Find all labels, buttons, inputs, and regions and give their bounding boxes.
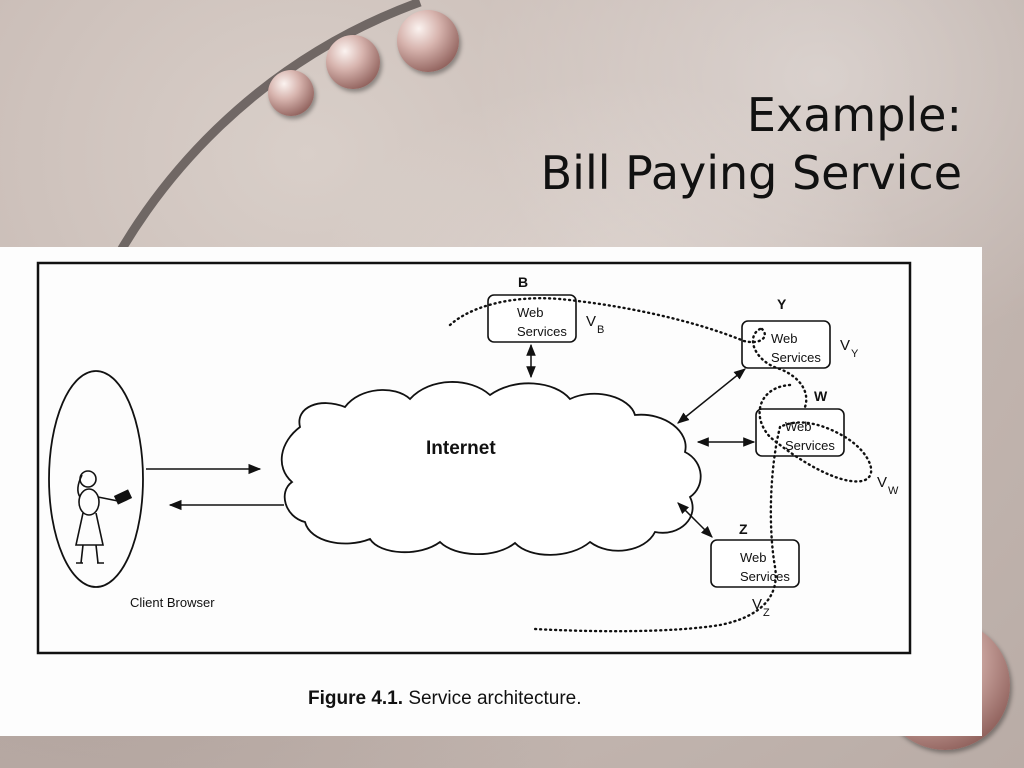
node-z-vo-main: V (752, 596, 762, 613)
title-line-1: Example: (746, 88, 962, 142)
client-browser: Client Browser (48, 370, 215, 610)
node-y-vo-sub: Y (851, 348, 859, 360)
slide-title: Example: Bill Paying Service (541, 86, 962, 202)
node-y-vo-main: V (840, 337, 850, 354)
node-y: Y Web Services V Y (741, 296, 859, 369)
node-b-vo-main: V (586, 313, 596, 330)
node-w-line1: Web (785, 419, 812, 434)
node-w-vo-main: V (877, 474, 887, 491)
z-internet-arrow (677, 502, 713, 538)
y-internet-arrow (677, 368, 746, 424)
client-browser-label: Client Browser (130, 595, 215, 610)
node-y-line2: Services (771, 350, 821, 365)
decorative-ball-medium (326, 35, 380, 89)
node-w: W Web Services V W (755, 388, 899, 497)
vo-b-boundary (448, 297, 766, 344)
node-w-line2: Services (785, 438, 835, 453)
diagram-frame (36, 261, 912, 655)
node-z-vo-sub: Z (763, 607, 770, 619)
vo-z-boundary (533, 425, 782, 633)
figure-panel: Client Browser Internet B Web Services V… (0, 247, 982, 736)
node-b-line1: Web (517, 305, 544, 320)
node-y-letter: Y (777, 296, 787, 312)
node-w-box (755, 408, 845, 457)
person-icon (75, 470, 133, 564)
node-z-line1: Web (740, 550, 767, 565)
node-b-vo-sub: B (597, 324, 604, 336)
figure-caption: Figure 4.1. Service architecture. (308, 688, 582, 710)
decorative-ball-large (397, 10, 459, 72)
vo-y-boundary (751, 327, 808, 409)
internet-label: Internet (426, 438, 496, 459)
caption-text: Service architecture. (408, 688, 582, 709)
node-z: Z Web Services V Z (710, 521, 800, 619)
node-z-letter: Z (739, 521, 748, 537)
decorative-ball-small (268, 70, 314, 116)
internet-cloud (280, 381, 702, 556)
node-b-letter: B (518, 274, 528, 290)
caption-prefix: Figure 4.1. (308, 688, 404, 709)
node-y-line1: Web (771, 331, 798, 346)
title-line-2: Bill Paying Service (540, 146, 962, 200)
service-architecture-diagram: Client Browser Internet B Web Services V… (36, 261, 912, 655)
node-w-vo-sub: W (888, 485, 899, 497)
node-b-box (487, 294, 577, 343)
node-b-line2: Services (517, 324, 567, 339)
node-z-box (710, 539, 800, 588)
node-w-letter: W (814, 388, 828, 404)
vo-boundaries (448, 297, 873, 633)
node-z-line2: Services (740, 569, 790, 584)
client-ellipse (48, 370, 144, 588)
node-b: B Web Services V B (487, 274, 604, 343)
